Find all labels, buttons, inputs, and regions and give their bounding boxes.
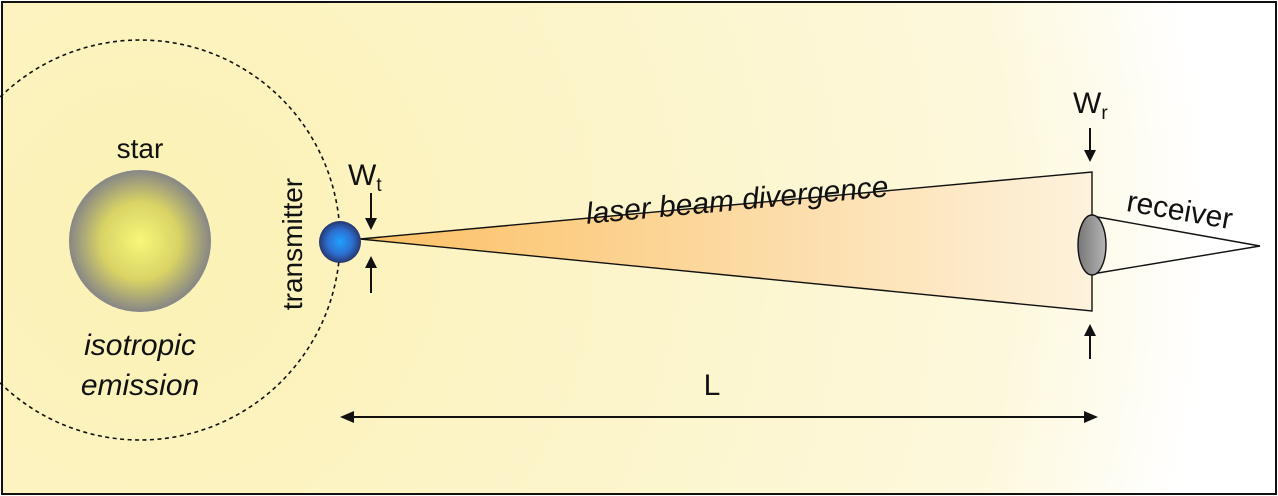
transmitter-node-icon — [319, 221, 361, 263]
receiver-cone-bottom — [1091, 245, 1261, 275]
wr-label: Wr — [1073, 87, 1108, 124]
distance-arrow — [340, 411, 1098, 423]
distance-label: L — [704, 369, 721, 402]
transmitter-label: transmitter — [277, 178, 308, 310]
star-sphere-icon — [69, 170, 211, 312]
emission-label-line2: emission — [81, 369, 199, 402]
wt-label: Wt — [348, 159, 382, 196]
receiver-cone-top — [1091, 215, 1261, 247]
wr-arrows — [1084, 128, 1096, 359]
emission-label-line1: isotropic — [84, 329, 196, 362]
star-label: star — [117, 133, 164, 164]
receiver-dish-icon — [1077, 214, 1107, 276]
wt-arrows — [365, 193, 377, 293]
